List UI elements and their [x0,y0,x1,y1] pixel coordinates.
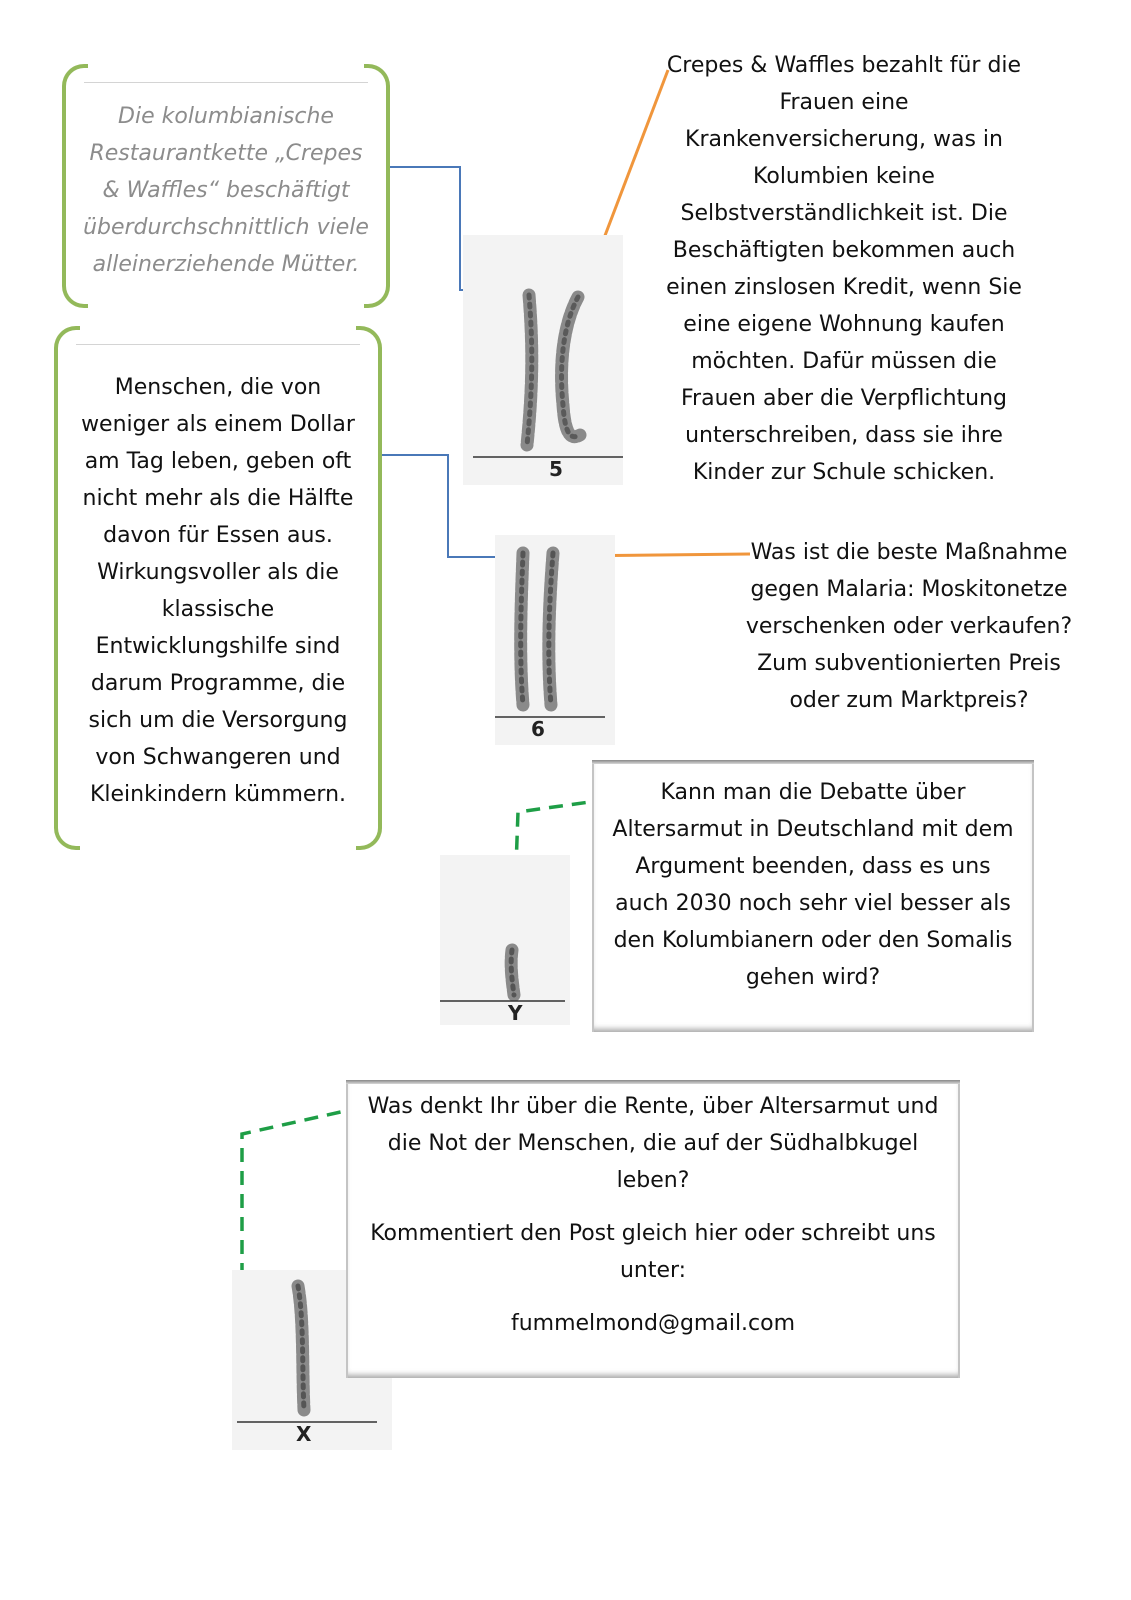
altersarmut-card: Kann man die Debatte über Altersarmut in… [592,760,1034,1032]
note-dollar-text: Menschen, die von weniger als einem Doll… [81,375,355,807]
chromosome-y-image: Y [440,855,570,1025]
left-brace [54,326,80,850]
altersarmut-text: Kann man die Debatte über Altersarmut in… [612,780,1014,990]
left-brace [62,64,88,308]
note-colombia-text: Die kolumbianische Restaurantkette „Crep… [83,103,369,277]
rente-question: Was denkt Ihr über die Rente, über Alter… [367,1094,939,1193]
contact-email-link[interactable]: fummelmond@gmail.com [510,1311,796,1336]
dashed-line-x [240,1105,364,1298]
rente-card: Was denkt Ihr über die Rente, über Alter… [346,1080,960,1378]
right-brace [356,326,382,850]
right-brace [364,64,390,308]
chromosome-5-image: 5 [463,235,623,485]
comment-prompt: Kommentiert den Post gleich hier oder sc… [370,1221,936,1283]
note-colombia-box: Die kolumbianische Restaurantkette „Crep… [62,64,390,308]
chromosome-x-label: X [296,1422,312,1446]
malaria-text: Was ist die beste Maßnahme gegen Malaria… [745,540,1073,713]
note-divider [76,344,360,345]
chromosome-5-label: 5 [549,457,563,481]
chromosome-6-image: 6 [495,535,615,745]
chromosome-y-label: Y [508,1001,523,1025]
note-dollar-box: Menschen, die von weniger als einem Doll… [54,326,382,850]
insurance-text: Crepes & Waffles bezahlt für die Frauen … [666,53,1022,485]
chromosome-6-label: 6 [531,717,545,741]
note-divider [84,82,368,83]
